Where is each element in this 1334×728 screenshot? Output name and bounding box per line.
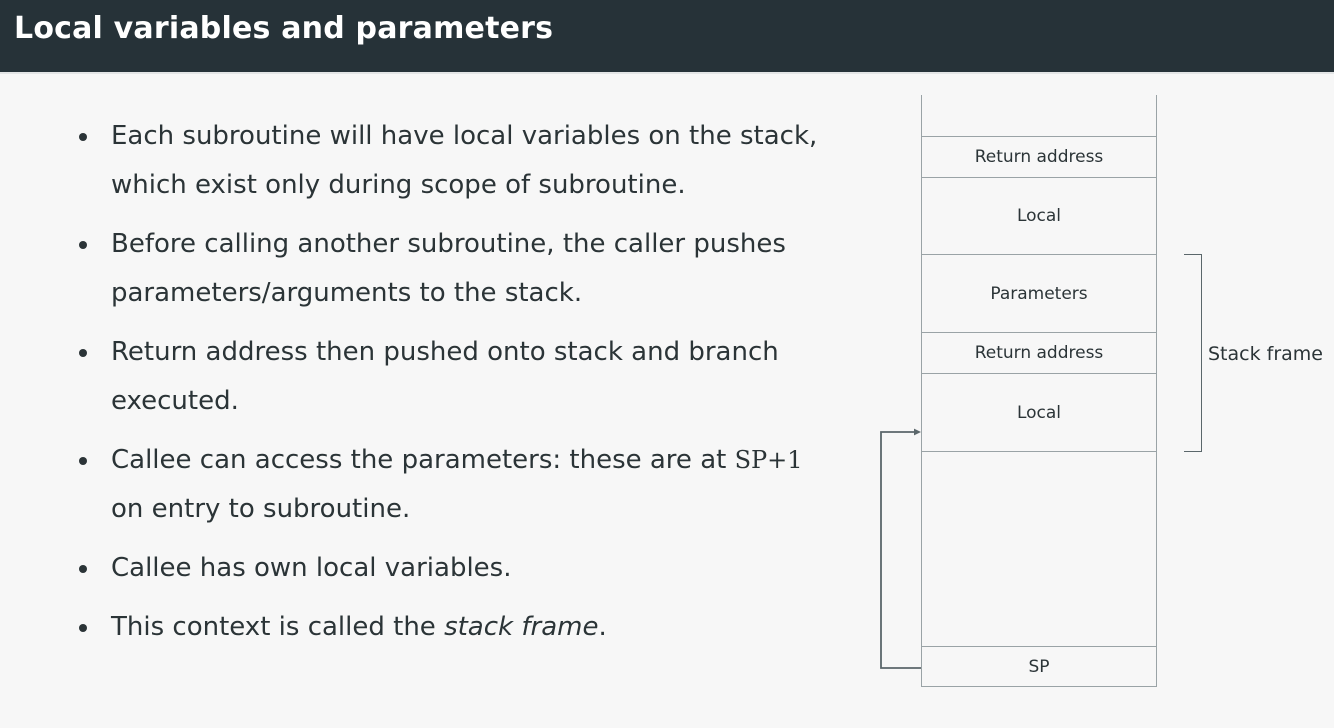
bullet-item: Each subroutine will have local variable… — [62, 112, 822, 210]
stack-cell: Parameters — [921, 255, 1157, 333]
stack-cell: Return address — [921, 333, 1157, 374]
bullet-text: Each subroutine will have local variable… — [111, 121, 818, 200]
stack-frame-bracket — [1184, 254, 1202, 452]
bullet-item: Callee has own local variables. — [62, 544, 822, 593]
bullet-item: Callee can access the parameters: these … — [62, 436, 822, 534]
bullet-text: Before calling another subroutine, the c… — [111, 229, 786, 308]
bullet-item: Before calling another subroutine, the c… — [62, 220, 822, 318]
emphasis-text: stack frame — [444, 612, 599, 642]
stack-cell-label: Local — [1016, 402, 1062, 423]
page-title: Local variables and parameters — [14, 11, 554, 46]
stack-cell-label: Return address — [974, 147, 1104, 167]
inline-code: SP+1 — [734, 446, 803, 474]
bullet-item: This context is called the stack frame. — [62, 603, 822, 652]
stack-cell: Return address — [921, 137, 1157, 178]
stack-cell: SP — [921, 647, 1157, 687]
stack-cell: Local — [921, 374, 1157, 452]
bullet-text: Callee can access the parameters: these … — [111, 445, 803, 524]
stack-cell — [921, 95, 1157, 137]
stack-cell-label: Local — [1016, 206, 1062, 226]
title-divider — [0, 72, 1334, 74]
bullet-text: Callee has own local variables. — [111, 553, 512, 583]
stack-frame-label: Stack frame — [1208, 343, 1323, 365]
stack-cell — [921, 452, 1157, 647]
slide-title-bar: Local variables and parameters — [0, 0, 1334, 72]
stack-cell-label: SP — [1028, 656, 1050, 677]
stack-cell-label: Return address — [974, 343, 1104, 363]
stack-cell-label: Parameters — [990, 283, 1088, 304]
bullet-list: Each subroutine will have local variable… — [62, 112, 822, 662]
stack-cell: Local — [921, 178, 1157, 255]
bullet-text: This context is called the stack frame. — [111, 612, 607, 642]
bullet-text: Return address then pushed onto stack an… — [111, 337, 779, 416]
bullet-item: Return address then pushed onto stack an… — [62, 328, 822, 426]
